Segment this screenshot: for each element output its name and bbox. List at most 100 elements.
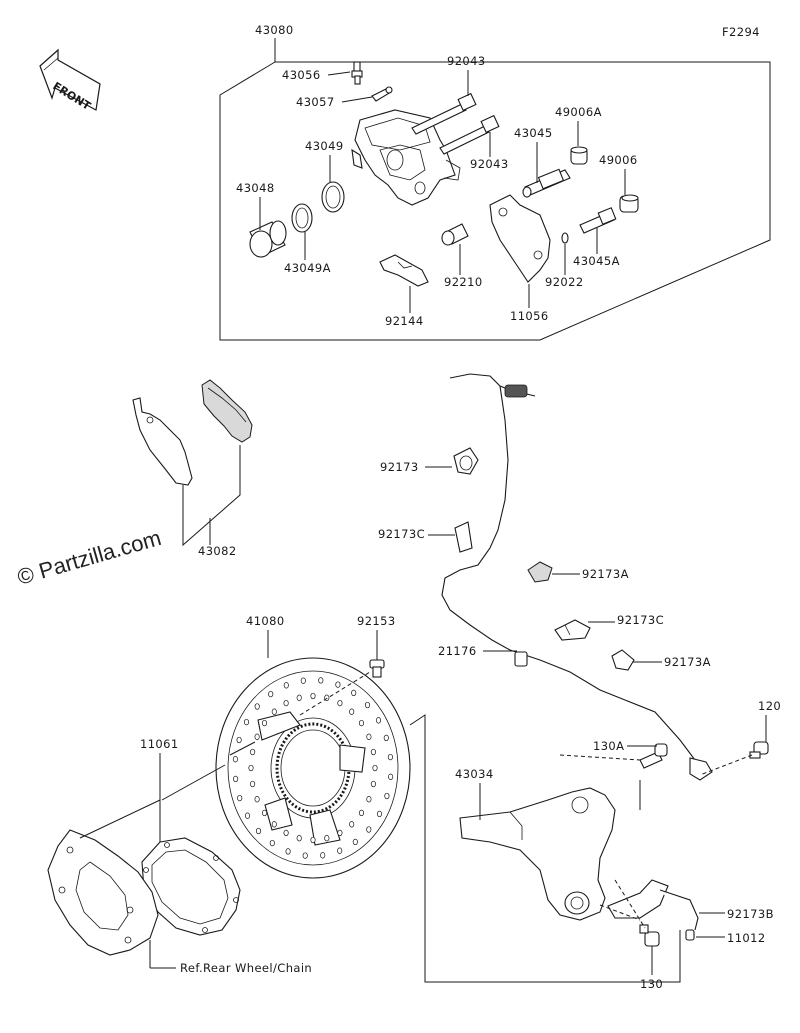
callout-11012: 11012 bbox=[727, 931, 766, 945]
disc-hole bbox=[349, 821, 355, 828]
wheel-hub-ref bbox=[47, 829, 159, 956]
disc-hole bbox=[283, 829, 289, 837]
pin-bolt-92043-lower bbox=[439, 114, 500, 155]
boot-49006 bbox=[619, 194, 639, 213]
disc-hole bbox=[268, 690, 274, 698]
disc-holes bbox=[232, 677, 394, 859]
callout-11056: 11056 bbox=[510, 309, 549, 323]
disc-hole bbox=[337, 699, 343, 707]
callout-92173B: 92173B bbox=[727, 907, 774, 921]
disc-hole bbox=[250, 780, 256, 788]
disc-hole bbox=[320, 852, 326, 859]
ref-note: Ref.Rear Wheel/Chain bbox=[180, 961, 312, 975]
callout-43056: 43056 bbox=[282, 68, 321, 82]
disc-hole bbox=[335, 681, 341, 688]
callout-11061: 11061 bbox=[140, 737, 179, 751]
disc-hole bbox=[337, 847, 343, 854]
pad-spring-92144 bbox=[379, 254, 429, 287]
disc-hole bbox=[250, 748, 256, 756]
callout-92022: 92022 bbox=[545, 275, 584, 289]
bushing-92210 bbox=[441, 223, 469, 246]
callout-92210: 92210 bbox=[444, 275, 483, 289]
callout-49006: 49006 bbox=[599, 153, 638, 167]
disc-hole bbox=[254, 703, 260, 710]
front-arrow-icon: FRONT bbox=[39, 48, 101, 113]
disc-hole bbox=[358, 719, 365, 727]
disc-hole bbox=[318, 677, 324, 684]
boot-49006A bbox=[570, 146, 588, 165]
piston-seal-43049 bbox=[321, 181, 345, 213]
callout-43034: 43034 bbox=[455, 767, 494, 781]
callout-43049A: 43049A bbox=[284, 261, 331, 275]
disc-hole bbox=[233, 775, 239, 783]
callout-43080: 43080 bbox=[255, 23, 294, 37]
callout-92173: 92173 bbox=[380, 460, 419, 474]
disc-hole bbox=[236, 736, 242, 744]
callout-21176: 21176 bbox=[438, 644, 477, 658]
callout-92153: 92153 bbox=[357, 614, 396, 628]
callout-43057: 43057 bbox=[296, 95, 335, 109]
disc-hole bbox=[232, 756, 238, 763]
clamp-92173C-upper bbox=[454, 521, 473, 553]
disc-hole bbox=[271, 708, 277, 715]
disc-hole bbox=[388, 773, 394, 780]
callout-49006A: 49006A bbox=[555, 105, 602, 119]
callout-43045: 43045 bbox=[514, 126, 553, 140]
disc-hole bbox=[244, 812, 251, 819]
disc-hole bbox=[351, 689, 357, 697]
callout-92043-upper: 92043 bbox=[447, 54, 486, 68]
callout-92173A-upper: 92173A bbox=[582, 567, 629, 581]
brake-disc-41080 bbox=[215, 657, 411, 879]
gasket-11061 bbox=[141, 837, 241, 936]
disc-hole bbox=[358, 809, 365, 817]
disc-hole bbox=[370, 780, 376, 788]
disc-hole bbox=[310, 836, 316, 844]
disc-hole bbox=[302, 852, 308, 859]
disc-hole bbox=[283, 699, 289, 707]
disc-hole bbox=[370, 748, 376, 756]
clamp-92173C-lower bbox=[554, 619, 591, 641]
callout-120: 120 bbox=[758, 699, 781, 713]
callout-92173C-upper: 92173C bbox=[378, 527, 425, 541]
bolt-120 bbox=[749, 741, 769, 759]
caliper-bracket-43034 bbox=[459, 787, 616, 921]
disc-hole bbox=[372, 764, 378, 772]
bolt-130A bbox=[639, 743, 668, 769]
disc-hole bbox=[255, 827, 262, 835]
disc-hole bbox=[254, 733, 260, 740]
clamp-92173 bbox=[453, 447, 479, 475]
figure-code: F2294 bbox=[722, 25, 760, 39]
disc-hole bbox=[237, 794, 243, 802]
disc-hole bbox=[254, 796, 260, 803]
grommet-11012 bbox=[685, 929, 695, 941]
clamp-92173A-lower bbox=[611, 649, 635, 671]
disc-hole bbox=[366, 826, 372, 833]
disc-hole bbox=[384, 792, 390, 800]
sleeve-43045A bbox=[579, 207, 617, 234]
disc-hole bbox=[387, 753, 393, 761]
disc-hole bbox=[366, 796, 372, 803]
bracket-11056 bbox=[489, 194, 551, 283]
callout-43082: 43082 bbox=[198, 544, 237, 558]
disc-hole bbox=[269, 839, 275, 847]
callout-92043-lower: 92043 bbox=[470, 157, 509, 171]
disc-hole bbox=[271, 821, 277, 828]
disc-hole bbox=[261, 719, 268, 727]
caliper-assembly-box bbox=[219, 38, 771, 341]
callout-41080: 41080 bbox=[246, 614, 285, 628]
disc-hole bbox=[364, 701, 371, 709]
disc-hole bbox=[352, 838, 358, 846]
disc-hole bbox=[248, 764, 254, 772]
piston-43048 bbox=[249, 220, 287, 258]
disc-hole bbox=[296, 694, 302, 701]
callout-130A: 130A bbox=[593, 739, 624, 753]
disc-hole bbox=[283, 682, 289, 689]
brake-pad-right bbox=[201, 379, 253, 443]
callout-43049: 43049 bbox=[305, 139, 344, 153]
disc-hole bbox=[349, 708, 355, 715]
disc-hole bbox=[376, 810, 383, 818]
abs-sensor-harness-21176 bbox=[441, 373, 713, 781]
caliper-body bbox=[351, 109, 461, 206]
disc-hole bbox=[285, 848, 291, 855]
